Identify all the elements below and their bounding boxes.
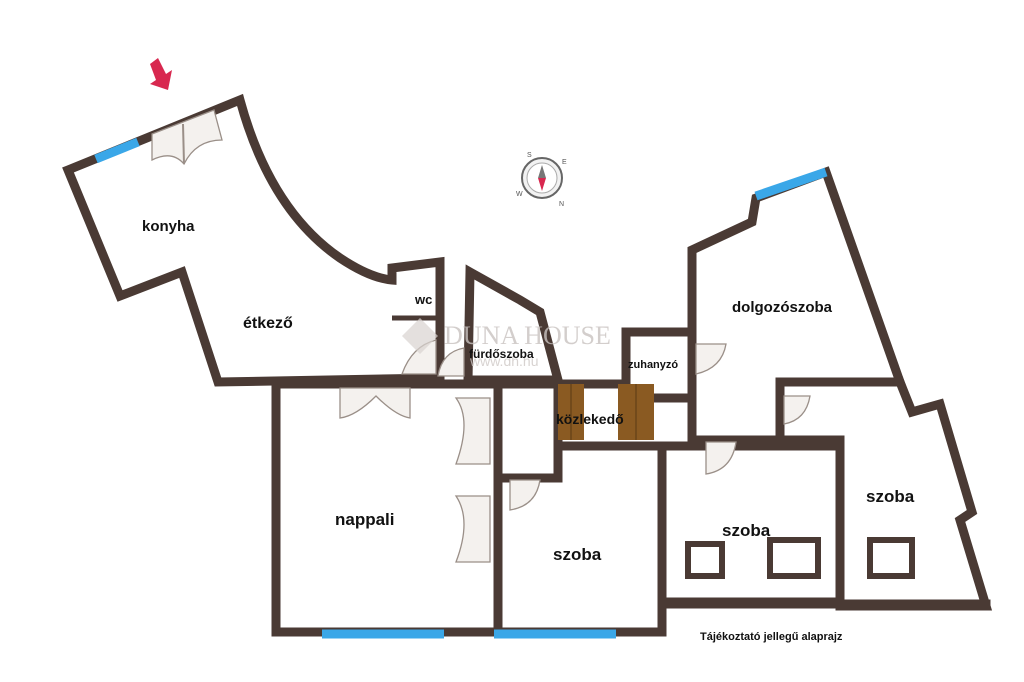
- room-label-nappali: nappali: [335, 510, 395, 529]
- door-bathroom: [437, 347, 465, 377]
- room-label-szoba-right: szoba: [866, 487, 915, 506]
- watermark-url: www.dh.hu: [469, 353, 538, 369]
- wall-kitchen-dining: [62, 93, 445, 387]
- door-living-top: [339, 387, 411, 419]
- wall-corridor: [493, 379, 563, 483]
- room-label-furdoszoba: fürdőszoba: [469, 347, 534, 361]
- room-label-kozlekedo: közlekedő: [556, 411, 624, 427]
- watermark-brand: DUNA HOUSE: [444, 321, 611, 350]
- furniture-box-1: [685, 541, 725, 579]
- room-label-zuhanyzo: zuhanyzó: [628, 359, 678, 371]
- plan-note: Tájékoztató jellegű alaprajz: [700, 631, 843, 643]
- door-shower: [695, 343, 727, 375]
- window-study: [754, 167, 828, 201]
- door-living-right-2: [454, 495, 491, 563]
- door-living-right-1: [454, 397, 491, 465]
- furniture-box-3: [867, 537, 915, 579]
- watermark: DUNA HOUSE www.dh.hu: [402, 318, 611, 369]
- window-kitchen: [94, 137, 140, 164]
- room-label-dolgozoszoba: dolgozószoba: [732, 299, 833, 316]
- room-label-wc: wc: [414, 292, 432, 307]
- door-entry: [151, 109, 223, 166]
- door-study: [783, 395, 811, 425]
- entry-arrow-icon: [150, 58, 172, 90]
- compass-letter-e: E: [562, 159, 567, 166]
- compass-letter-w: W: [516, 191, 523, 198]
- door-center-room: [509, 479, 541, 511]
- wall-study: [687, 166, 907, 445]
- wall-bathroom: [463, 264, 564, 385]
- compass-letter-s: S: [527, 152, 532, 159]
- room-label-szoba-center: szoba: [553, 545, 602, 564]
- room-label-etkezo: étkező: [243, 315, 293, 332]
- compass-letter-n: N: [559, 201, 564, 208]
- door-mid-room: [705, 441, 737, 475]
- room-label-szoba-mid: szoba: [722, 521, 771, 540]
- watermark-logo-icon: [402, 318, 438, 354]
- room-label-konyha: konyha: [142, 218, 195, 235]
- compass-icon: S N E W: [516, 152, 567, 208]
- furniture-box-2: [767, 537, 821, 579]
